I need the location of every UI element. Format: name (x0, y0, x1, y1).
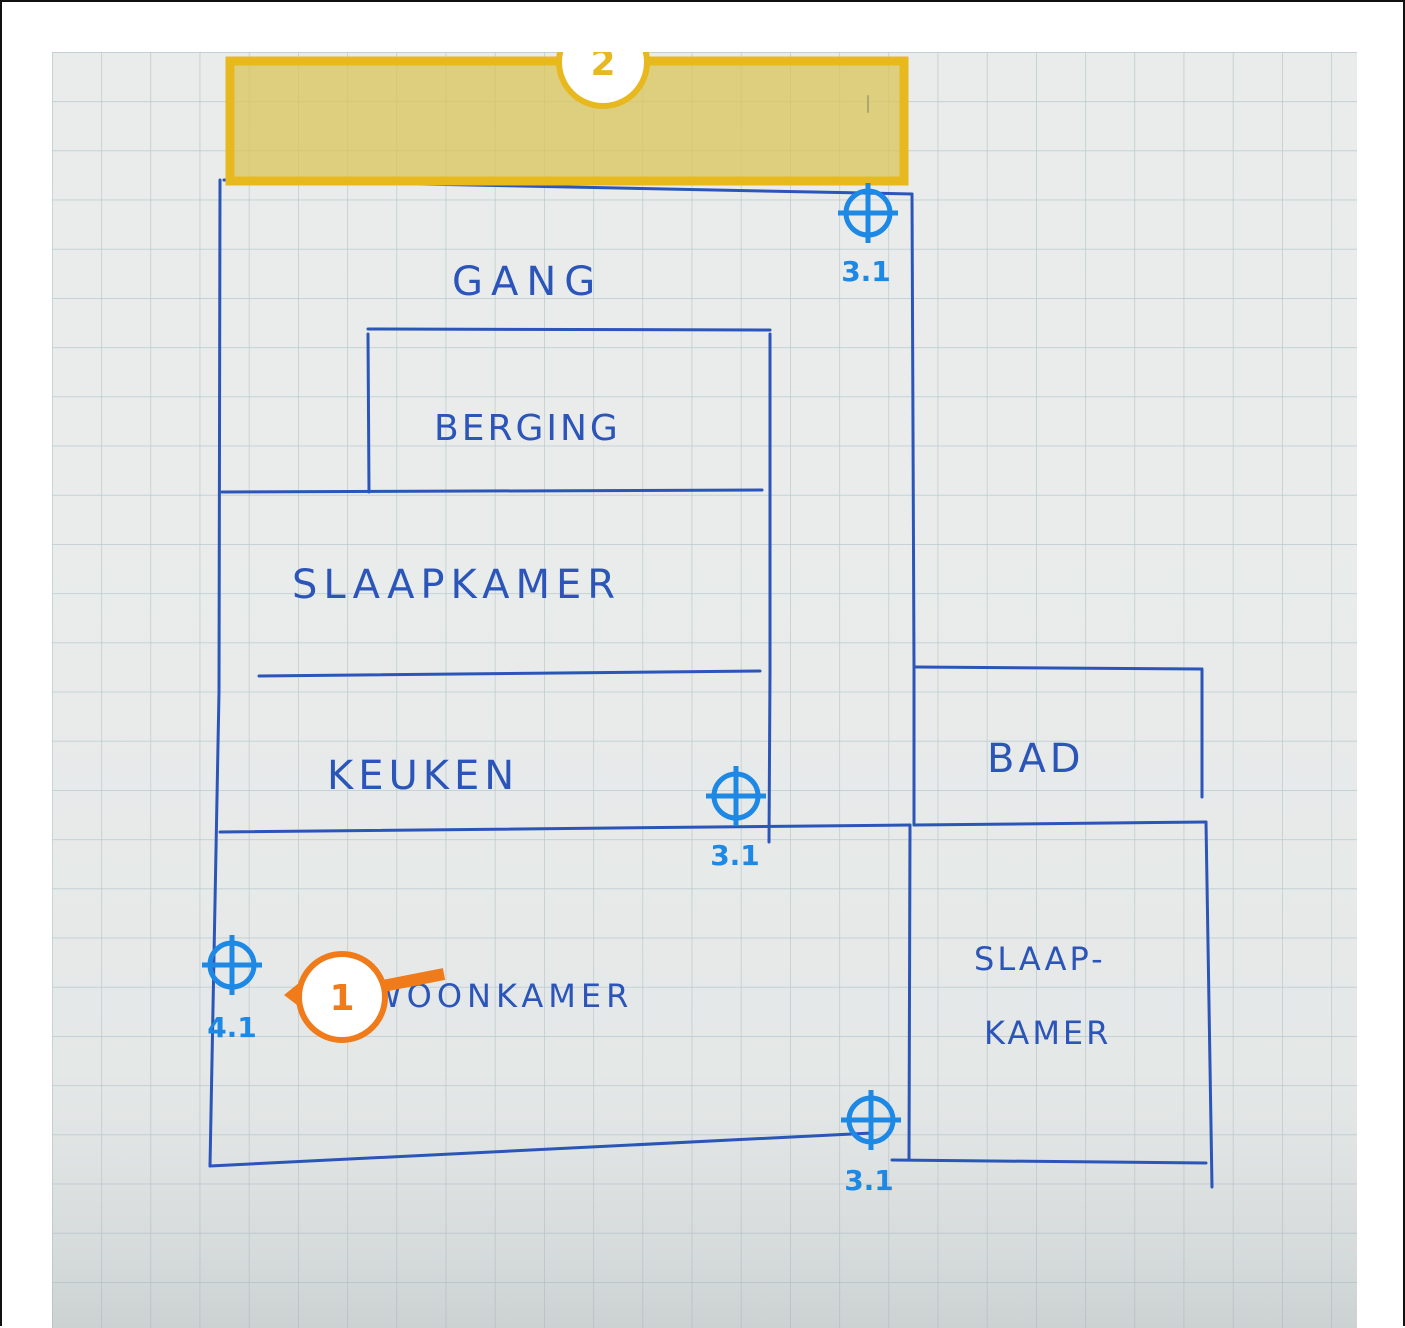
wall-berging-bottom (220, 488, 764, 494)
wall-inner-right (767, 332, 772, 844)
wall-slaapkamer-bottom (890, 1158, 1208, 1165)
callout-2-circle (556, 52, 650, 109)
wall-berging-top (366, 327, 772, 332)
target-marker-crosshair-icon (202, 935, 262, 995)
target-label: 3.1 (841, 255, 891, 288)
wall-woonkamer-top (218, 823, 912, 834)
callout-1: 1 (284, 951, 446, 1043)
floorplan-sketch: GANG BERGING SLAAPKAMER KEUKEN WOONKAMER… (52, 52, 1357, 1328)
room-label-bad: BAD (987, 736, 1085, 782)
target-label: 4.1 (207, 1011, 257, 1044)
target-label: 3.1 (710, 839, 760, 872)
highlight-region-2: 2 (225, 52, 909, 186)
wall-berging-left (366, 332, 371, 494)
room-label-keuken: KEUKEN (327, 753, 519, 799)
room-label-berging: BERGING (434, 408, 621, 449)
wall-keuken-top (257, 669, 762, 678)
callout-1-circle (296, 951, 388, 1043)
wall-bad-top (914, 665, 1204, 671)
wall-left (208, 178, 222, 1168)
wall-far-right (1204, 820, 1214, 1189)
wall-bottom (208, 1131, 874, 1168)
target-markers (202, 183, 901, 1150)
callout-1-label: 1 (329, 978, 354, 1019)
callout-2-label: 2 (590, 52, 615, 84)
wall-right-lower (907, 823, 912, 1162)
paper-shadow (52, 52, 1357, 1328)
target-labels: 3.1 3.1 3.1 4.1 (207, 255, 894, 1197)
target-marker-crosshair-icon (706, 766, 766, 826)
room-label-slaapkamer-2-line1: SLAAP- (974, 940, 1106, 978)
room-label-gang: GANG (452, 259, 603, 305)
room-label-slaapkamer-2-line2: KAMER (984, 1014, 1111, 1052)
room-label-slaapkamer: SLAAPKAMER (292, 562, 621, 608)
target-marker-crosshair-icon (838, 183, 898, 243)
wall-center-right (910, 192, 916, 827)
room-labels: GANG BERGING SLAAPKAMER KEUKEN WOONKAMER… (292, 259, 1111, 1052)
target-label: 3.1 (844, 1164, 894, 1197)
wall-bad-bottom (912, 820, 1208, 827)
target-marker-crosshair-icon (841, 1090, 901, 1150)
